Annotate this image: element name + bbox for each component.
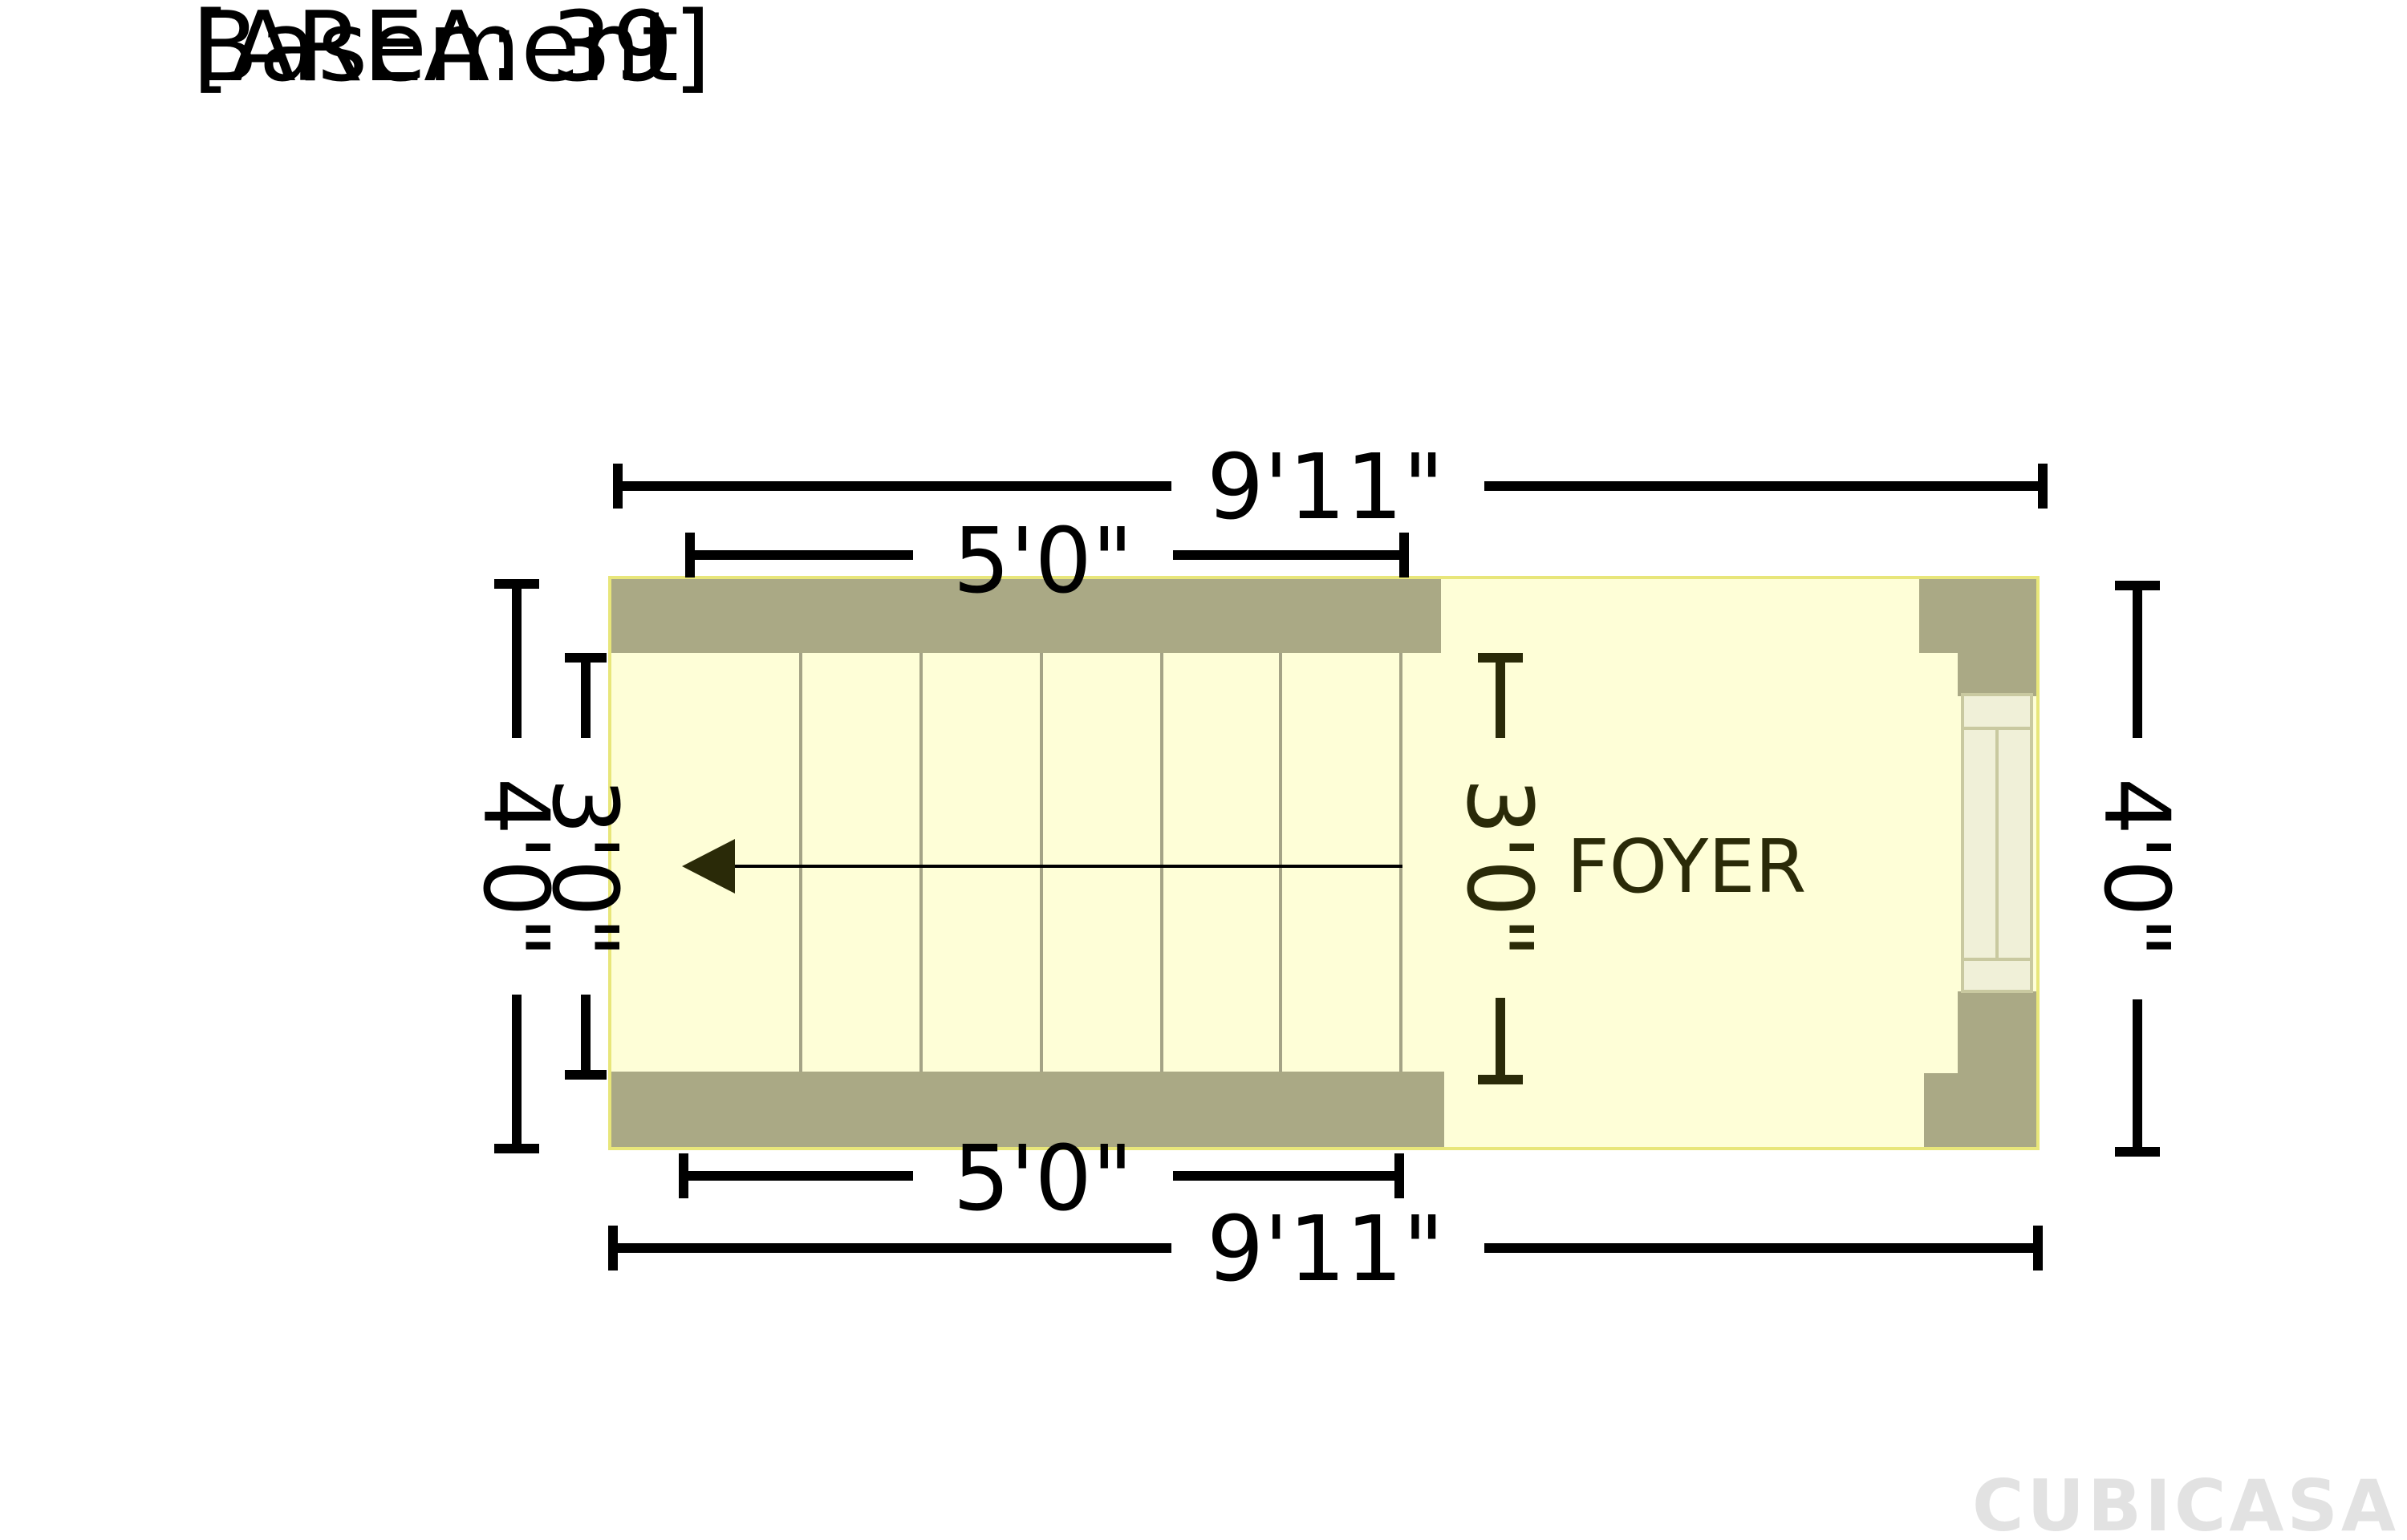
staircase [799, 653, 1402, 1072]
dimension-right-overall-label: 4'0" [2084, 778, 2188, 958]
dimension-left-overall: 4'0" [463, 579, 567, 1153]
floor-name: Basement [193, 0, 680, 103]
wall-right-upper [1958, 579, 2036, 696]
wall-bottom-stair [611, 1072, 1444, 1147]
dimension-bottom-stair: 5'0" [679, 1127, 1404, 1231]
wall-bottom-right [1924, 1073, 2036, 1147]
dimension-right-overall: 4'0" [2084, 581, 2188, 1157]
dimension-bottom-overall-label: 9'11" [1207, 1198, 1444, 1302]
watermark-logo: CUBICASA [1972, 1465, 2399, 1540]
room-label-foyer: FOYER [1567, 824, 1807, 910]
floor-area-fill [608, 576, 2040, 1150]
dimension-bottom-stair-label: 5'0" [953, 1127, 1134, 1231]
stair-direction-arrow [682, 839, 1402, 894]
dimension-stair-end: 3'0" [1447, 653, 1551, 1084]
dimension-left-overall-label: 4'0" [463, 778, 567, 958]
dimension-top-stair-label: 5'0" [953, 509, 1134, 614]
dimension-bottom-overall: 9'11" [608, 1198, 2043, 1302]
dimension-top-overall-label: 9'11" [1207, 436, 1444, 540]
wall-top-stair [611, 579, 1441, 653]
dimension-top-stair: 5'0" [685, 509, 1409, 614]
dimension-top-overall: 9'11" [613, 436, 2048, 540]
dimension-left-stair: 3'0" [532, 653, 636, 1080]
floor-area: [AREA: 39] [193, 0, 712, 103]
window [1961, 693, 2033, 993]
dimension-left-stair-label: 3'0" [532, 778, 636, 958]
dimension-stair-end-label: 3'0" [1447, 778, 1551, 958]
